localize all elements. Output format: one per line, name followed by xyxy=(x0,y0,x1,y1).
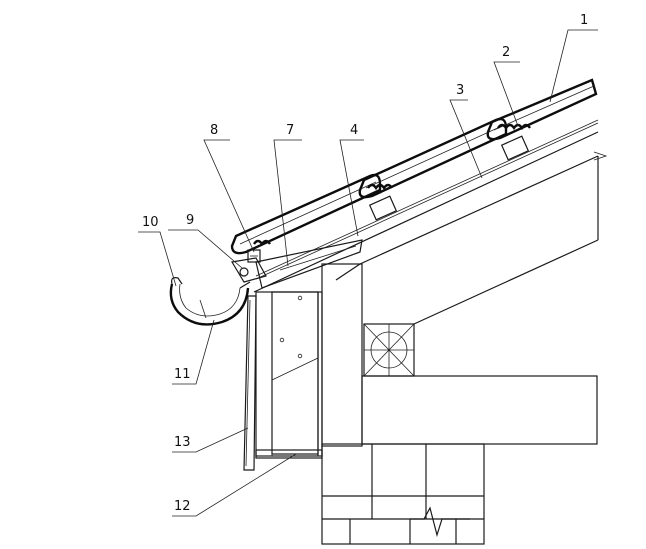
callout-label-9: 9 xyxy=(186,213,194,228)
callout-label-4: 4 xyxy=(350,123,358,138)
corner-block xyxy=(363,323,415,377)
break-line-bottom xyxy=(410,506,470,538)
brick-wall xyxy=(321,443,485,545)
roof-tiles xyxy=(230,78,598,283)
callout-label-7: 7 xyxy=(286,123,294,138)
wall-insulation xyxy=(321,263,363,447)
callout-label-1: 1 xyxy=(580,13,588,28)
rain-gutter xyxy=(169,277,251,326)
callout-label-10: 10 xyxy=(142,215,159,230)
eaves-box-frame xyxy=(255,291,323,459)
roof-structure xyxy=(253,119,608,325)
callout-label-2: 2 xyxy=(502,45,510,60)
fascia-cladding xyxy=(243,295,257,471)
callout-label-13: 13 xyxy=(174,435,191,450)
leader-lines xyxy=(138,29,598,517)
callout-label-8: 8 xyxy=(210,123,218,138)
concrete-slab xyxy=(361,375,598,445)
callout-label-12: 12 xyxy=(174,499,191,514)
callout-label-11: 11 xyxy=(174,367,191,382)
callout-label-3: 3 xyxy=(456,83,464,98)
